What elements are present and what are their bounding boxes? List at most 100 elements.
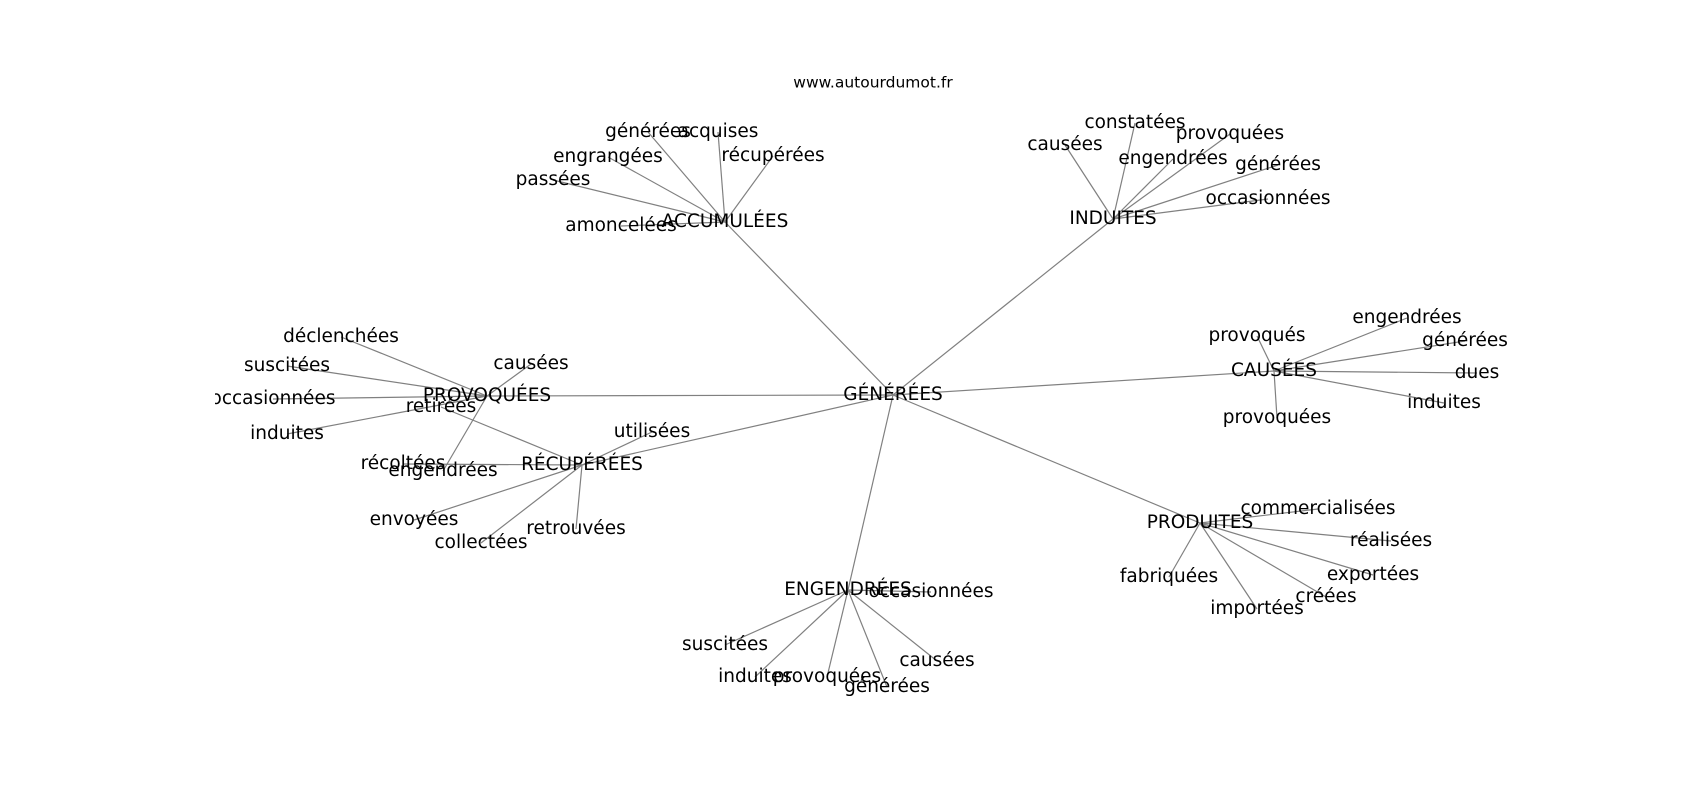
edge-0-3 — [607, 156, 726, 223]
edge-3-4 — [1199, 522, 1258, 610]
leaf-node-label: passées — [516, 169, 591, 190]
edge-center-récupérées — [581, 394, 894, 466]
leaf-node-label: réalisées — [1350, 530, 1432, 551]
edge-1-4 — [1112, 164, 1279, 220]
leaf-node-label: provoquées — [1223, 407, 1331, 428]
source-url: www.autourdumot.fr — [793, 74, 953, 92]
edge-1-1 — [1064, 144, 1114, 220]
edge-4-4 — [754, 589, 849, 678]
leaf-node-label: utilisées — [614, 421, 690, 442]
leaf-node-label: commercialisées — [1240, 498, 1395, 519]
edge-6-5 — [442, 395, 488, 472]
leaf-node-label: induites — [718, 666, 792, 687]
edge-4-2 — [847, 589, 888, 688]
leaf-node-label: causées — [899, 650, 974, 671]
leaf-node-label: générées — [1235, 154, 1321, 175]
leaf-node-label: engendrées — [388, 460, 497, 481]
leaf-node-label: déclenchées — [283, 326, 399, 347]
leaf-node-label: constatées — [1084, 112, 1185, 133]
leaf-node-label: provoquées — [773, 666, 881, 687]
leaf-node-label: importées — [1210, 598, 1304, 619]
leaf-node-label: engendrées — [1352, 307, 1461, 328]
edge-6-0 — [340, 336, 488, 397]
edge-2-3 — [1273, 370, 1478, 374]
leaf-node-label: occasionnées — [211, 388, 336, 409]
edge-1-5 — [1112, 198, 1269, 220]
leaf-node-label: exportées — [1327, 564, 1419, 585]
leaf-node-label: retirées — [406, 396, 477, 417]
edge-1-2 — [1112, 133, 1231, 220]
hub-node-label: ACCUMULÉES — [662, 210, 789, 232]
leaf-node-label: occasionnées — [869, 581, 994, 602]
leaf-node-label: dues — [1455, 362, 1500, 383]
edge-2-5 — [1273, 370, 1278, 419]
leaf-node-label: provoquées — [1176, 123, 1284, 144]
leaf-node-label: suscitées — [244, 355, 330, 376]
edge-0-2 — [724, 155, 774, 223]
hub-node-label: PROVOQUÉES — [423, 384, 551, 406]
edge-5-0 — [581, 431, 653, 466]
leaf-node-label: amoncelées — [565, 215, 677, 236]
leaf-node-label: causées — [493, 353, 568, 374]
edge-center-provoquées — [486, 394, 894, 397]
center-node-label: GÉNÉRÉES — [843, 383, 943, 405]
leaf-node-label: engendrées — [1118, 148, 1227, 169]
leaf-node-label: collectées — [435, 532, 528, 553]
leaf-node-label: créées — [1295, 586, 1356, 607]
leaf-node-label: récoltées — [361, 453, 446, 474]
leaf-node-label: causées — [1027, 134, 1102, 155]
edge-4-5 — [724, 589, 849, 646]
edge-6-4 — [486, 363, 532, 397]
edge-5-5 — [440, 406, 583, 466]
edge-3-2 — [1199, 522, 1374, 576]
edge-0-5 — [620, 221, 726, 227]
edge-6-1 — [286, 365, 488, 397]
edge-center-produites — [892, 394, 1201, 524]
leaf-node-label: suscitées — [682, 634, 768, 655]
leaf-node-label: occasionnées — [1206, 188, 1331, 209]
edge-6-2 — [272, 395, 488, 400]
edge-4-0 — [847, 589, 932, 593]
edge-4-3 — [826, 589, 849, 678]
leaf-node-label: générées — [844, 676, 930, 697]
leaf-node-label: engrangées — [553, 146, 663, 167]
hub-node-label: CAUSÉES — [1231, 359, 1317, 381]
edge-0-4 — [552, 179, 726, 223]
graph-edges — [272, 122, 1478, 688]
leaf-node-label: provoqués — [1208, 325, 1305, 346]
leaf-node-label: retrouvées — [526, 518, 625, 539]
edge-3-0 — [1199, 508, 1319, 524]
hub-node-label: PRODUITES — [1147, 512, 1254, 533]
leaf-node-label: induites — [250, 423, 324, 444]
hub-node-label: INDUITES — [1069, 208, 1156, 229]
edge-3-1 — [1199, 522, 1392, 542]
edge-5-4 — [575, 464, 583, 530]
edge-1-3 — [1112, 158, 1174, 220]
hub-node-label: ENGENDRÉES — [784, 578, 912, 600]
edge-2-4 — [1273, 370, 1445, 404]
edge-center-causées — [892, 370, 1275, 396]
edge-5-1 — [402, 463, 583, 466]
hub-node-label: RÉCUPÉRÉES — [521, 453, 643, 475]
leaf-node-label: envoyées — [370, 509, 459, 530]
edge-1-0 — [1112, 122, 1136, 220]
edge-2-2 — [1273, 340, 1466, 372]
edge-0-0 — [647, 131, 726, 223]
edge-2-1 — [1273, 317, 1408, 372]
edge-4-1 — [847, 589, 938, 662]
leaf-node-label: acquises — [678, 121, 759, 142]
leaf-node-label: générées — [605, 121, 691, 142]
leaf-node-label: générées — [1422, 330, 1508, 351]
edge-0-1 — [717, 131, 726, 223]
edge-5-2 — [413, 464, 583, 521]
graph-labels: GÉNÉRÉESACCUMULÉESgénéréesacquisesrécupé… — [211, 112, 1508, 697]
edge-5-3 — [480, 464, 583, 544]
leaf-node-label: récupérées — [721, 145, 824, 166]
edge-2-0 — [1256, 335, 1275, 372]
edge-center-accumulées — [724, 221, 894, 396]
edge-3-5 — [1168, 522, 1201, 578]
leaf-node-label: induites — [1407, 392, 1481, 413]
edge-center-induites — [892, 218, 1114, 396]
edge-center-engendrées — [847, 394, 894, 591]
